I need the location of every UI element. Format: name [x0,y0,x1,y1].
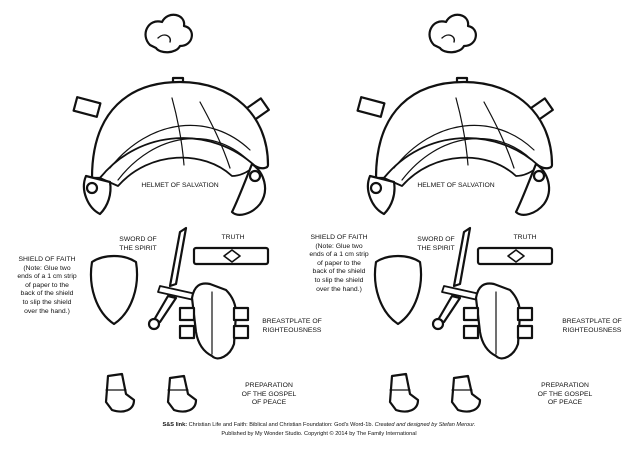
armor-set-left [72,13,270,413]
truth-label-left: TRUTH [221,234,245,241]
gospel-label-left: PREPARATION OF THE GOSPEL OF PEACE [241,382,297,407]
armor-set-right [356,13,554,413]
truth-label-right: TRUTH [513,234,537,241]
sword-label-left: SWORD OF THE SPIRIT [119,236,157,252]
breastplate-label-left: BREASTPLATE OF RIGHTEOUSNESS [262,318,322,334]
helmet-label-left: HELMET OF SALVATION [141,182,219,189]
footer-link-label: S&S link: [162,422,188,428]
breastplate-label-right: BREASTPLATE OF RIGHTEOUSNESS [562,318,622,334]
shield-label-left: SHIELD OF FAITH (Note: Glue two ends of … [17,256,77,315]
helmet-label-right: HELMET OF SALVATION [417,182,495,189]
shield-label-right: SHIELD OF FAITH (Note: Glue two ends of … [309,234,369,293]
sword-label-right: SWORD OF THE SPIRIT [417,236,455,252]
footer-line-1: S&S link: Christian Life and Faith: Bibl… [0,422,638,430]
footer-link-text: Christian Life and Faith: Biblical and C… [188,422,374,428]
gospel-label-right: PREPARATION OF THE GOSPEL OF PEACE [537,382,593,407]
footer-credit: Created and designed by Stefan Merour. [374,422,476,428]
footer-line-2: Published by My Wonder Studio. Copyright… [221,431,417,437]
